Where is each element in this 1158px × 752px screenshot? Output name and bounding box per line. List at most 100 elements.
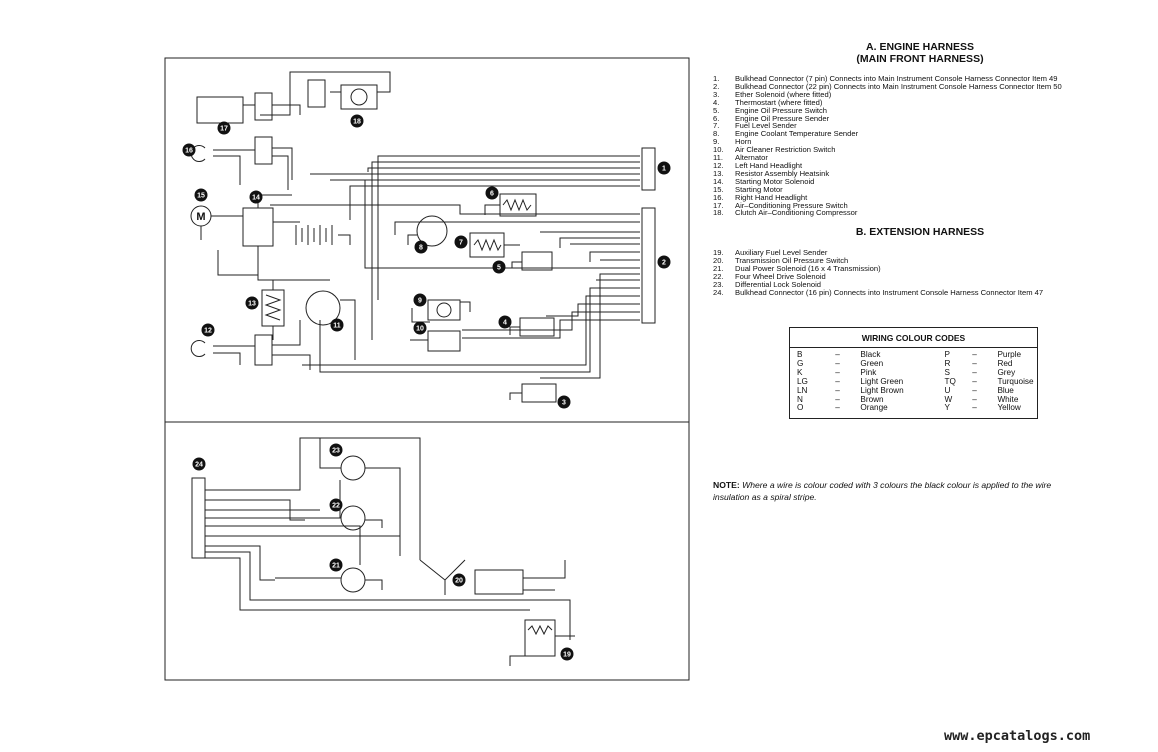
colour-name: Pink (860, 367, 877, 377)
legend-item: 1.Bulkhead Connector (7 pin) Connects in… (713, 75, 1062, 83)
legend-item: 4.Thermostart (where fitted) (713, 98, 1062, 107)
note-text: Where a wire is colour coded with 3 colo… (713, 480, 1052, 502)
watermark: www.epcatalogs.com (944, 728, 1091, 744)
legend-item: 14. Starting Motor Solenoid (713, 176, 1062, 186)
legend-item-text: Air–Conditioning Pressure Switch (735, 200, 848, 210)
callout-21: 21 (332, 563, 340, 570)
callout-16: 16 (185, 148, 193, 155)
callout-4: 4 (503, 320, 507, 327)
colour-dash: – (835, 367, 840, 377)
callout-17: 17 (220, 126, 228, 133)
connector-2 (641, 207, 656, 324)
colour-dash: – (972, 367, 977, 377)
legend-item-number: 17. (713, 200, 724, 210)
legend-item-text: Transmission Oil Pressure Switch (735, 255, 849, 265)
legend-item-number: 11. (713, 153, 723, 163)
legend-item-text: Bulkhead Connector (22 pin) Connects int… (735, 81, 1062, 91)
colour-dash: – (972, 385, 977, 395)
colour-dash: – (972, 358, 977, 368)
engine-harness-panel (164, 57, 690, 423)
colour-code: S (944, 367, 951, 377)
legend-item-number: 20. (713, 255, 724, 265)
callout-24: 24 (195, 462, 203, 469)
legend-item-number: 22. (713, 271, 724, 281)
legend-item: 17. Air–Conditioning Pressure Switch (713, 200, 1062, 210)
legend-item-text: Auxiliary Fuel Level Sender (735, 248, 828, 257)
legend-item-text: Engine Coolant Temperature Sender (735, 129, 859, 139)
legend-item-number: 12. (713, 160, 724, 170)
legend-item: 12.Left Hand Headlight (713, 162, 1062, 170)
legend-item-text: Differential Lock Solenoid (735, 279, 821, 289)
legend-item-number: 7. (713, 121, 720, 131)
callout-9: 9 (418, 298, 422, 305)
callout-12: 12 (204, 328, 212, 335)
callout-22: 22 (332, 503, 340, 510)
colour-name: Brown (860, 394, 884, 404)
legend-item: 3.Ether Solenoid (where fitted) (713, 90, 1062, 99)
extension-harness-panel (164, 421, 690, 681)
colour-dash: – (835, 385, 840, 395)
legend-item: 5. Engine Oil Pressure Switch (713, 105, 1062, 115)
legend-item: 23.Differential Lock Solenoid (713, 279, 1043, 289)
legend-item: 11. Alternator (713, 154, 1062, 162)
callout-1: 1 (662, 166, 666, 173)
legend-item-text: Engine Oil Pressure Sender (735, 113, 830, 123)
colour-name: Green (860, 358, 884, 368)
legend-item-number: 14. (713, 176, 724, 186)
colour-name: Purple (997, 350, 1022, 359)
colour-dash: – (835, 350, 840, 359)
legend-item-text: Air Cleaner Restriction Switch (735, 145, 836, 155)
callout-7: 7 (459, 240, 463, 247)
engine-harness-title-line1: A. ENGINE HARNESS (866, 41, 974, 53)
legend-item-text: Engine Oil Pressure Switch (735, 105, 828, 115)
legend-item-text: Alternator (735, 153, 768, 163)
engine-harness-title-line2: (MAIN FRONT HARNESS) (856, 53, 984, 65)
colour-dash: – (972, 394, 977, 404)
legend-item-number: 9. (713, 137, 720, 147)
legend-item: 10.Air Cleaner Restriction Switch (713, 146, 1062, 154)
note: NOTE: Where a wire is colour coded with … (713, 479, 1083, 503)
legend-item-text: Horn (735, 137, 752, 147)
legend-item-text: Starting Motor Solenoid (735, 176, 815, 186)
legend-item-number: 24. (713, 287, 724, 297)
colour-name: Orange (860, 403, 888, 413)
callout-2: 2 (662, 260, 666, 267)
colour-code-row: K – Pink S – Grey (797, 367, 1037, 378)
colour-codes-title: WIRING COLOUR CODES (790, 328, 1037, 348)
colour-name: Blue (997, 385, 1014, 395)
legend-item: 20. Transmission Oil Pressure Switch (713, 257, 1043, 265)
legend-item: 8.Engine Coolant Temperature Sender (713, 130, 1062, 138)
connector-24 (191, 477, 206, 559)
legend-item-text: Right Hand Headlight (735, 192, 808, 202)
colour-code: R (944, 358, 951, 368)
callout-8: 8 (419, 245, 423, 252)
callout-20: 20 (455, 578, 463, 585)
legend-item-text: Four Wheel Drive Solenoid (735, 271, 826, 281)
colour-code: P (944, 350, 951, 359)
colour-name: Grey (997, 367, 1016, 377)
colour-dash: – (835, 394, 840, 404)
callout-3: 3 (562, 400, 566, 407)
legend-item: 15.Starting Motor (713, 184, 1062, 194)
colour-code: B (797, 350, 803, 359)
colour-dash: – (972, 350, 977, 359)
colour-dash: – (835, 376, 840, 386)
colour-code: G (797, 358, 804, 368)
legend-item-number: 13. (713, 168, 724, 178)
colour-code: K (797, 367, 803, 377)
legend-item-text: Clutch Air–Conditioning Compressor (735, 208, 858, 218)
colour-code: U (944, 385, 951, 395)
colour-name: White (997, 394, 1019, 404)
legend-item-number: 15. (713, 184, 724, 194)
legend-item: 2.Bulkhead Connector (22 pin) Connects i… (713, 83, 1062, 91)
legend-item-number: 5. (713, 105, 720, 115)
callout-15: 15 (197, 193, 205, 200)
